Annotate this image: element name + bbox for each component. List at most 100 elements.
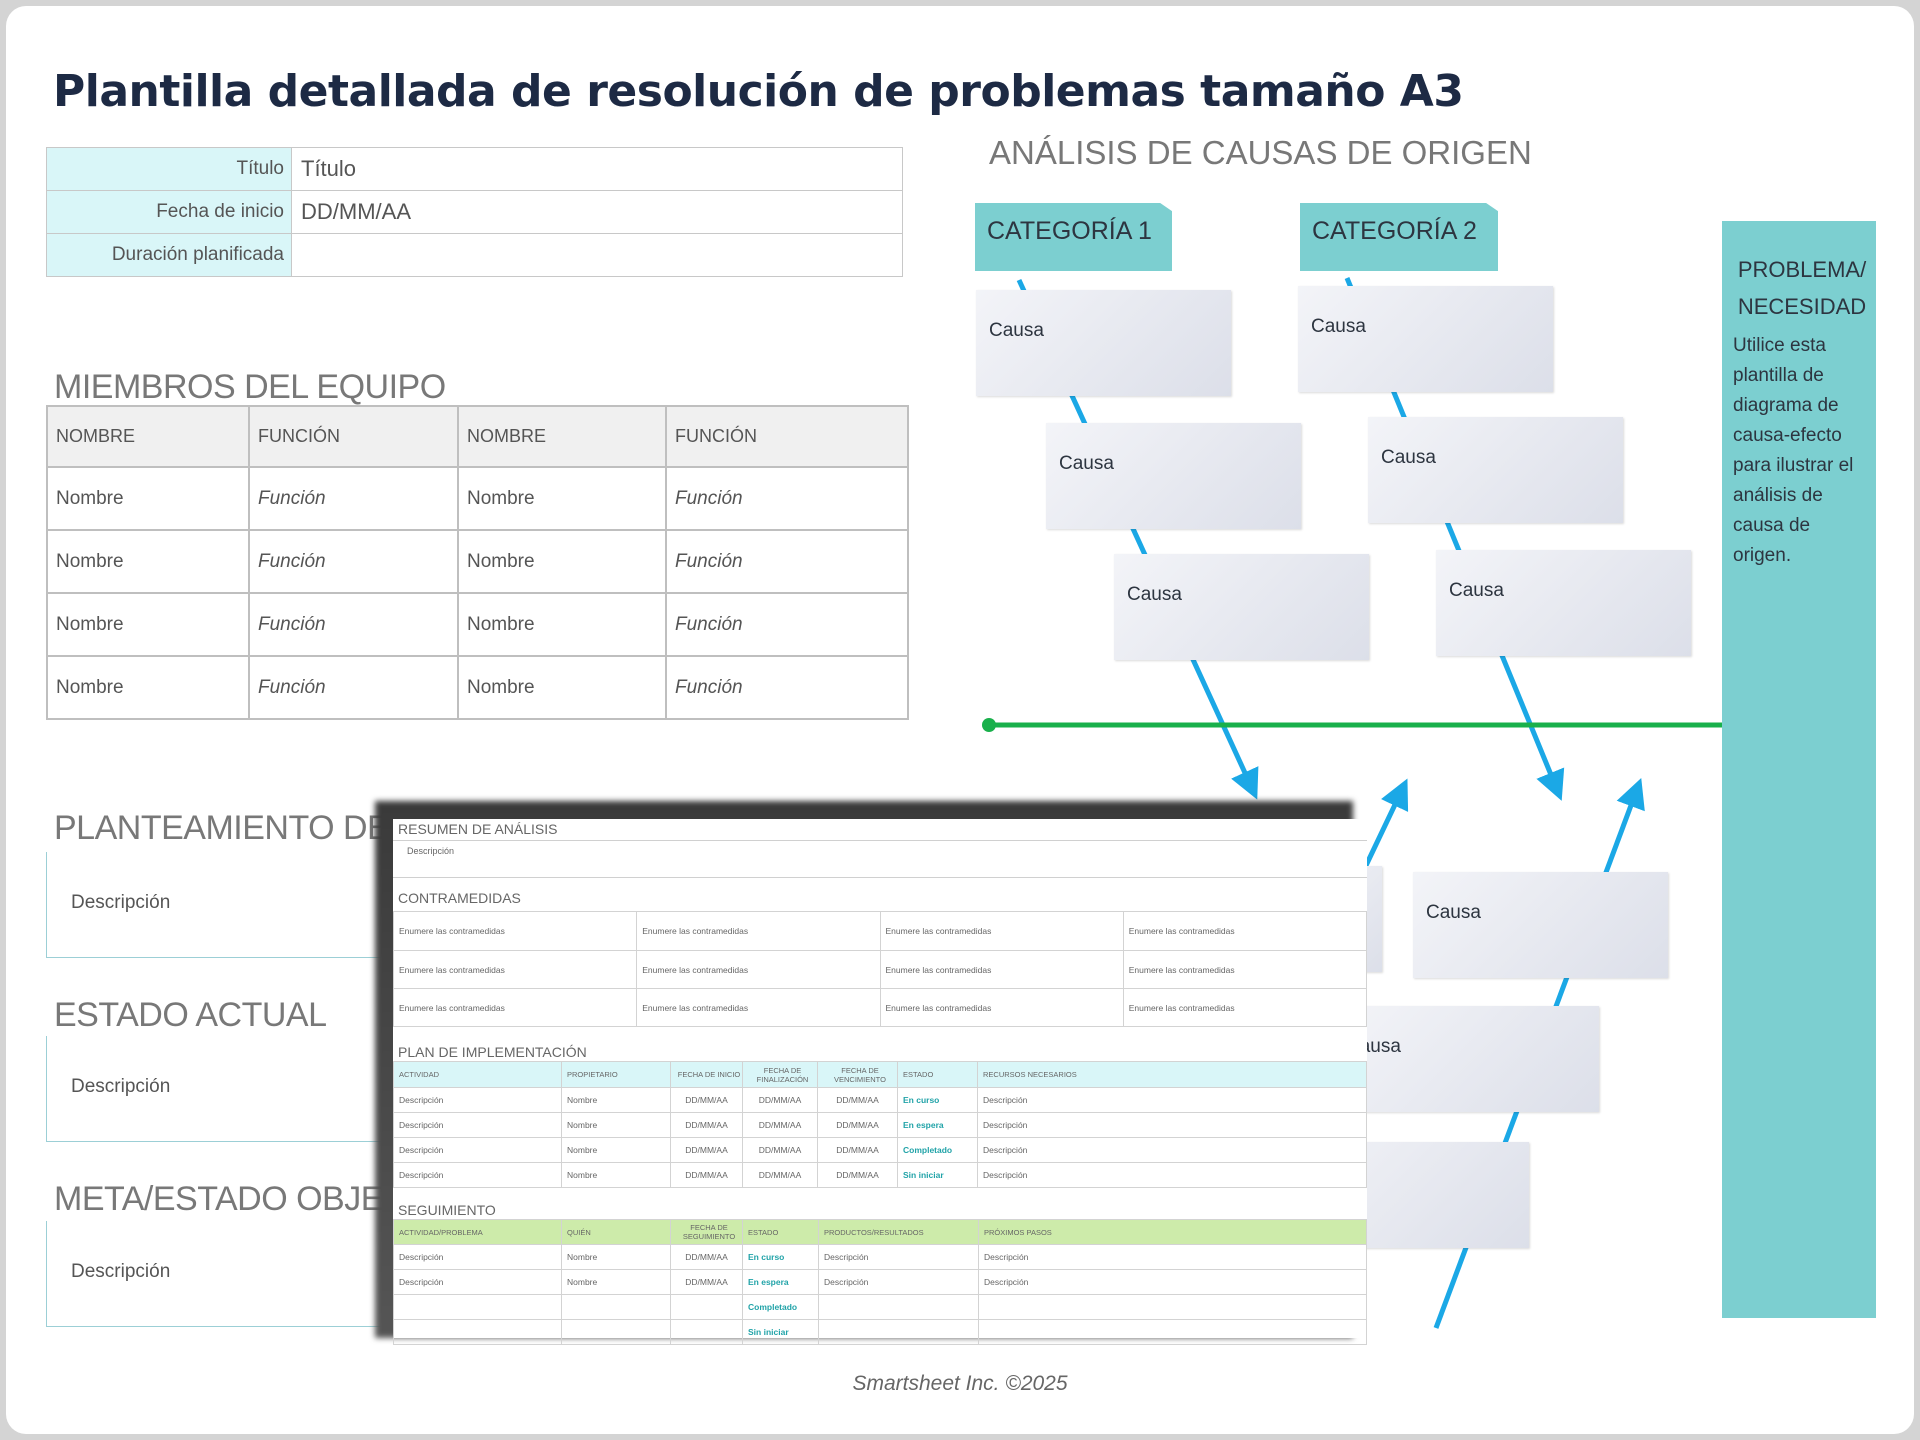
countermeasure-cell[interactable]: Enumere las contramedidas [879,950,1124,989]
followup-cell[interactable]: Descripción [393,1269,562,1295]
plan-cell[interactable]: DD/MM/AA [670,1087,743,1113]
plan-cell[interactable]: DD/MM/AA [817,1112,898,1138]
plan-cell[interactable]: Descripción [977,1112,1367,1138]
plan-row: Descripción Nombre DD/MM/AA DD/MM/AA DD/… [393,1087,1367,1113]
cause-box[interactable]: Causa [1114,554,1369,660]
followup-cell[interactable] [670,1294,743,1320]
team-cell[interactable]: Nombre [46,655,250,720]
plan-status[interactable]: Sin iniciar [897,1162,978,1188]
plan-cell[interactable]: Descripción [393,1087,562,1113]
followup-row: Descripción Nombre DD/MM/AA En espera De… [393,1269,1367,1295]
countermeasure-cell[interactable]: Enumere las contramedidas [392,950,638,989]
team-cell[interactable]: Función [248,592,459,657]
current-state-box[interactable]: Descripción [46,1036,406,1142]
plan-cell[interactable]: Nombre [561,1112,671,1138]
cause-box[interactable]: Causa [1368,417,1623,523]
followup-cell[interactable] [393,1294,562,1320]
info-value[interactable]: DD/MM/AA [291,190,903,234]
countermeasure-cell[interactable]: Enumere las contramedidas [392,988,638,1027]
plan-cell[interactable]: Descripción [977,1137,1367,1163]
cause-label: Causa [1311,316,1366,337]
team-cell[interactable]: Nombre [457,529,667,594]
followup-cell[interactable]: DD/MM/AA [670,1244,743,1270]
followup-cell[interactable]: Descripción [393,1244,562,1270]
team-cell[interactable]: Función [665,655,909,720]
followup-cell[interactable]: DD/MM/AA [670,1269,743,1295]
cause-box[interactable]: Causa [1046,423,1301,529]
followup-status[interactable]: Completado [742,1294,819,1320]
plan-cell[interactable]: DD/MM/AA [817,1162,898,1188]
cause-box[interactable]: Causa [1413,872,1668,978]
countermeasure-cell[interactable]: Enumere las contramedidas [636,950,881,989]
team-cell[interactable]: Nombre [457,592,667,657]
followup-cell[interactable] [561,1294,671,1320]
plan-cell[interactable]: DD/MM/AA [817,1137,898,1163]
team-cell[interactable]: Nombre [457,466,667,531]
followup-cell[interactable]: Nombre [561,1269,671,1295]
goal-state-box[interactable]: Descripción [46,1221,406,1327]
followup-cell[interactable] [561,1319,671,1345]
plan-cell[interactable]: DD/MM/AA [742,1162,818,1188]
plan-cell[interactable]: Descripción [393,1112,562,1138]
cause-box[interactable]: Causa [1298,286,1553,392]
team-cell[interactable]: Nombre [46,466,250,531]
plan-cell[interactable]: Nombre [561,1162,671,1188]
plan-cell[interactable]: DD/MM/AA [670,1112,743,1138]
problem-statement-box[interactable]: Descripción [46,852,406,958]
plan-cell[interactable]: DD/MM/AA [742,1087,818,1113]
countermeasure-cell[interactable]: Enumere las contramedidas [636,911,881,951]
followup-status[interactable]: Sin iniciar [742,1319,819,1345]
followup-cell[interactable]: Descripción [978,1269,1367,1295]
team-cell[interactable]: Función [665,529,909,594]
plan-cell[interactable]: Descripción [393,1137,562,1163]
followup-cell[interactable] [670,1319,743,1345]
countermeasure-cell[interactable]: Enumere las contramedidas [879,988,1124,1027]
spine-start-dot [982,718,996,732]
followup-cell[interactable] [978,1319,1367,1345]
followup-cell[interactable] [818,1294,979,1320]
team-cell[interactable]: Nombre [46,529,250,594]
cause-box[interactable]: Causa [1436,550,1691,656]
plan-cell[interactable]: Nombre [561,1137,671,1163]
countermeasure-cell[interactable]: Enumere las contramedidas [1122,988,1368,1027]
team-cell[interactable]: Función [665,592,909,657]
team-cell[interactable]: Nombre [457,655,667,720]
followup-cell[interactable]: Nombre [561,1244,671,1270]
cause-box[interactable]: Causa [1344,1006,1599,1112]
countermeasure-cell[interactable]: Enumere las contramedidas [636,988,881,1027]
plan-cell[interactable]: Descripción [393,1162,562,1188]
plan-cell[interactable]: DD/MM/AA [742,1137,818,1163]
followup-status[interactable]: En espera [742,1269,819,1295]
summary-desc[interactable]: Descripción [407,846,455,856]
plan-cell[interactable]: DD/MM/AA [670,1162,743,1188]
plan-status[interactable]: Completado [897,1137,978,1163]
plan-cell[interactable]: Nombre [561,1087,671,1113]
followup-cell[interactable]: Descripción [978,1244,1367,1270]
plan-cell[interactable]: DD/MM/AA [742,1112,818,1138]
plan-cell[interactable]: DD/MM/AA [817,1087,898,1113]
followup-cell[interactable]: Descripción [818,1244,979,1270]
followup-cell[interactable] [978,1294,1367,1320]
plan-cell[interactable]: Descripción [977,1087,1367,1113]
followup-cell[interactable] [818,1319,979,1345]
cause-box[interactable]: Causa [976,290,1231,396]
countermeasure-cell[interactable]: Enumere las contramedidas [879,911,1124,951]
countermeasure-cell[interactable]: Enumere las contramedidas [392,911,638,951]
team-cell[interactable]: Función [248,529,459,594]
team-cell[interactable]: Función [248,655,459,720]
team-row: Nombre Función Nombre Función [46,529,909,594]
countermeasure-cell[interactable]: Enumere las contramedidas [1122,911,1368,951]
info-value[interactable] [291,233,903,277]
plan-cell[interactable]: Descripción [977,1162,1367,1188]
team-cell[interactable]: Función [665,466,909,531]
plan-row: Descripción Nombre DD/MM/AA DD/MM/AA DD/… [393,1137,1367,1163]
followup-cell[interactable] [393,1319,562,1345]
team-cell[interactable]: Nombre [46,592,250,657]
plan-status[interactable]: En espera [897,1112,978,1138]
countermeasure-cell[interactable]: Enumere las contramedidas [1122,950,1368,989]
plan-status[interactable]: En curso [897,1087,978,1113]
team-cell[interactable]: Función [248,466,459,531]
followup-cell[interactable]: Descripción [818,1269,979,1295]
followup-status[interactable]: En curso [742,1244,819,1270]
plan-cell[interactable]: DD/MM/AA [670,1137,743,1163]
